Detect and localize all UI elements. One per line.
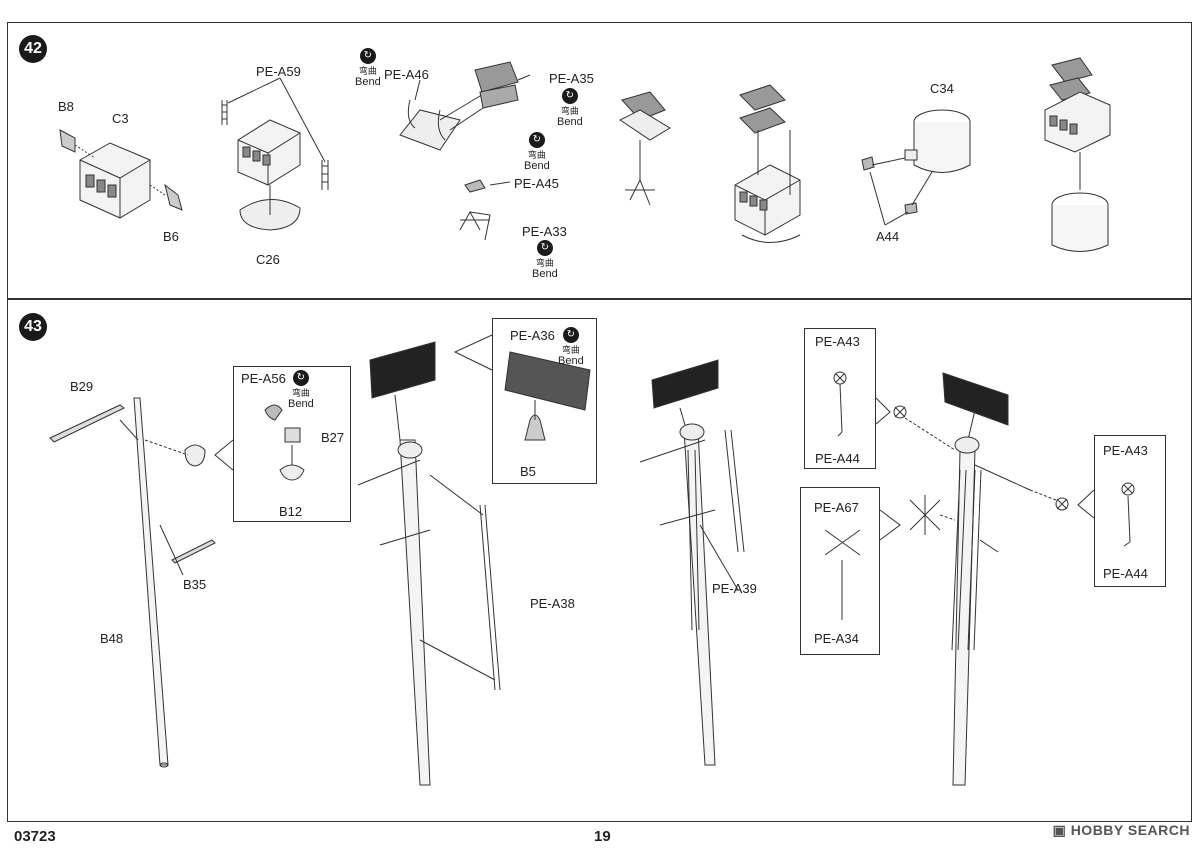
part-c3-drawing (59, 129, 183, 219)
label-pe-a46: PE-A46 (384, 67, 429, 82)
watermark-text: HOBBY SEARCH (1070, 822, 1190, 838)
camera-icon: ▣ (1052, 822, 1071, 838)
part-pe-a35-drawing (474, 61, 531, 109)
part-c34-drawing (861, 109, 971, 226)
label-c34: C34 (930, 81, 954, 96)
bend-icon: ↻ (536, 240, 553, 256)
bend-note-pe-a36: ↻ 弯曲 Bend (558, 327, 584, 368)
label-b6: B6 (163, 229, 179, 244)
label-pe-a38: PE-A38 (530, 596, 575, 611)
label-b8: B8 (58, 99, 74, 114)
label-b27: B27 (321, 430, 345, 445)
mast-2-drawing (357, 341, 501, 786)
detail-box-pe-a56 (233, 366, 351, 522)
assembled-turret-final (1044, 57, 1111, 252)
bend-note-pe-a33: ↻ 弯曲 Bend (532, 240, 558, 281)
watermark-logo: ▣ HOBBY SEARCH (1053, 822, 1190, 839)
label-pe-a67: PE-A67 (814, 500, 859, 515)
label-pe-a35: PE-A35 (549, 71, 594, 86)
label-pe-a44-right: PE-A44 (1103, 566, 1148, 581)
label-pe-a45: PE-A45 (514, 176, 559, 191)
label-c3: C3 (112, 111, 129, 126)
label-pe-a43-right: PE-A43 (1103, 443, 1148, 458)
bend-icon: ↻ (562, 327, 579, 343)
label-b5: B5 (520, 464, 536, 479)
label-b29: B29 (70, 379, 94, 394)
step-42-panel (7, 22, 1192, 300)
label-pe-a56: PE-A56 (241, 371, 286, 386)
detail-box-pe-a43-a44-right (1094, 435, 1166, 587)
label-pe-a34: PE-A34 (814, 631, 859, 646)
bend-note-pe-a45: ↻ 弯曲 Bend (524, 132, 550, 173)
label-b48: B48 (100, 631, 124, 646)
bend-icon: ↻ (561, 88, 578, 104)
label-pe-a44-top: PE-A44 (815, 451, 860, 466)
bend-note-pe-a56: ↻ 弯曲 Bend (288, 370, 314, 411)
assembled-radar-2 (734, 84, 801, 243)
label-c26: C26 (256, 252, 280, 267)
assembled-radar-1 (619, 91, 671, 206)
label-pe-a39: PE-A39 (712, 581, 757, 596)
bend-icon: ↻ (292, 370, 309, 386)
page-number: 19 (594, 828, 611, 845)
mast-b48-drawing (49, 397, 216, 768)
product-code: 03723 (14, 828, 56, 845)
mast-4-drawing (893, 372, 1069, 786)
step-43-number: 43 (19, 313, 47, 341)
label-pe-a33: PE-A33 (522, 224, 567, 239)
label-b12: B12 (279, 504, 303, 519)
mast-3-drawing (639, 359, 745, 766)
part-pe-a46-drawing (399, 79, 496, 151)
detail-box-pe-a67-a34 (800, 487, 880, 655)
label-pe-a43-top: PE-A43 (815, 334, 860, 349)
bend-note-pe-a35: ↻ 弯曲 Bend (557, 88, 583, 129)
step-43-panel (7, 298, 1192, 822)
bend-icon: ↻ (359, 48, 376, 64)
label-pe-a59: PE-A59 (256, 64, 301, 79)
bend-note-pe-a46: ↻ 弯曲 Bend (355, 48, 381, 89)
step-42-number: 42 (19, 35, 47, 63)
label-pe-a36: PE-A36 (510, 328, 555, 343)
part-pe-a45-a33-drawing (459, 179, 511, 241)
detail-box-pe-a43-a44-top (804, 328, 876, 469)
label-b35: B35 (183, 577, 207, 592)
label-a44: A44 (876, 229, 900, 244)
part-pe-a59-drawing (221, 77, 329, 231)
bend-icon: ↻ (528, 132, 545, 148)
